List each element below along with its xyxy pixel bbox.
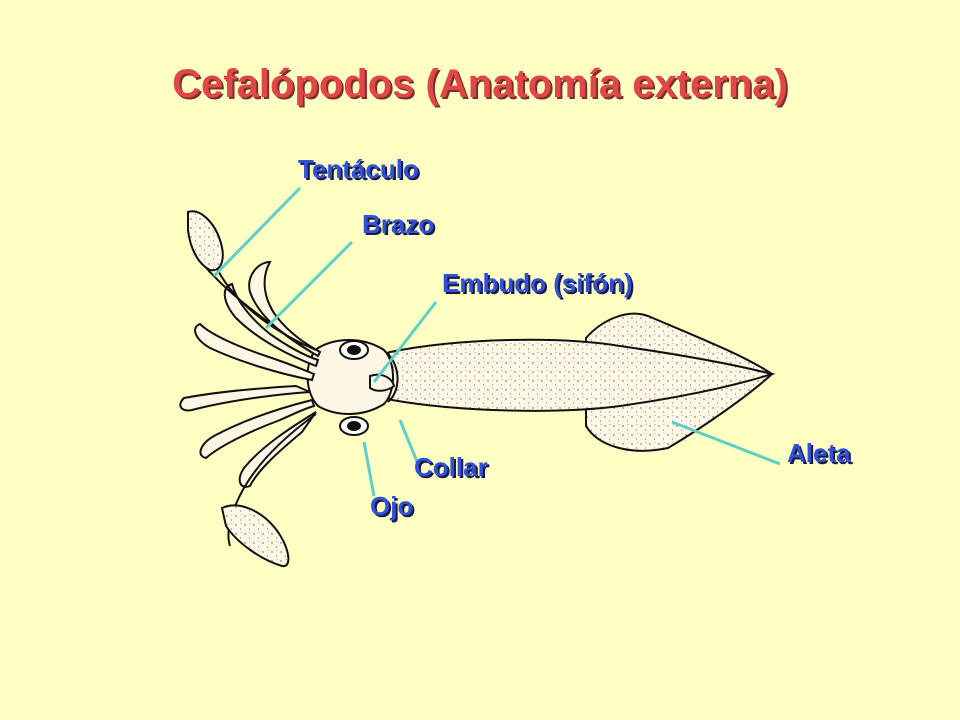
- label-brazo: Brazo: [362, 209, 435, 239]
- squid-head: [306, 339, 394, 415]
- pointer-embudo: [372, 301, 438, 383]
- page-title: Cefalópodos (Anatomía externa): [172, 62, 788, 106]
- label-embudo: Embudo (sifón): [442, 268, 633, 298]
- pointer-brazo: [264, 240, 354, 330]
- tentacle-upper-club: [187, 210, 224, 272]
- tentacle-lower: [227, 413, 317, 547]
- label-aleta: Aleta: [787, 438, 851, 468]
- pointer-lines: [212, 186, 781, 497]
- pointer-aleta: [671, 420, 781, 466]
- label-ojo: Ojo: [370, 491, 414, 521]
- pointer-tentaculo: [212, 186, 302, 278]
- pointer-collar: [398, 419, 420, 465]
- label-collar: Collar: [414, 452, 488, 482]
- label-tentaculo: Tentáculo: [298, 154, 419, 184]
- tentacle-lower-club: [220, 504, 290, 568]
- pointer-ojo: [362, 441, 376, 497]
- squid-mantle: [374, 338, 776, 412]
